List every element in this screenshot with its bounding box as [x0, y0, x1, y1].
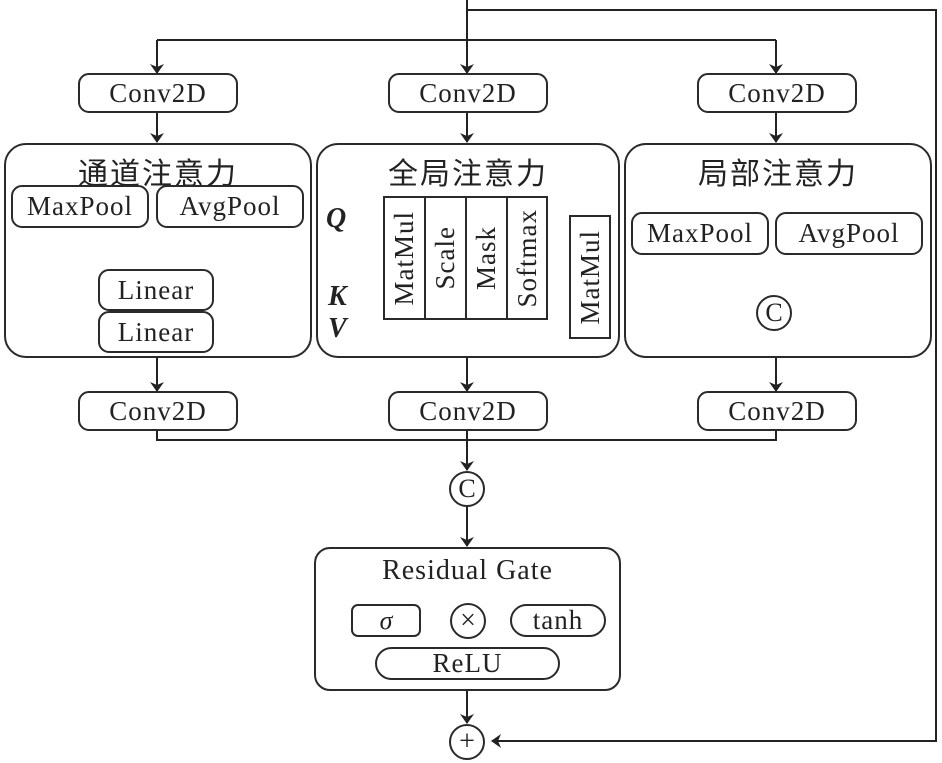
- conv2d-label: Conv2D: [419, 77, 517, 108]
- concat-symbol: C: [458, 474, 476, 503]
- conv2d-bottom-local: Conv2D: [697, 391, 857, 431]
- linear-2: Linear: [98, 311, 214, 353]
- tanh-box: tanh: [510, 604, 606, 637]
- mask-label: Mask: [471, 226, 501, 290]
- local-maxpool: MaxPool: [631, 212, 769, 255]
- v-label: V: [328, 313, 347, 344]
- add-icon: +: [449, 724, 485, 760]
- global-attention-title: 全局注意力: [388, 157, 548, 192]
- conv2d-top-global: Conv2D: [388, 73, 548, 113]
- stack-scale: Scale: [424, 196, 467, 320]
- residual-gate-title: Residual Gate: [382, 555, 553, 586]
- avgpool-label: AvgPool: [179, 191, 281, 221]
- maxpool-label: MaxPool: [646, 218, 753, 248]
- conv2d-top-channel: Conv2D: [78, 73, 238, 113]
- conv2d-label: Conv2D: [728, 77, 826, 108]
- local-concat-icon: C: [756, 295, 792, 331]
- stack-matmul: MatMul: [383, 196, 426, 320]
- tanh-label: tanh: [532, 605, 584, 635]
- softmax-label: Softmax: [511, 208, 542, 308]
- concat-icon: C: [449, 471, 485, 507]
- relu-label: ReLU: [432, 648, 503, 678]
- multiply-icon: ×: [450, 603, 486, 639]
- sigma-label: σ: [379, 605, 393, 635]
- sigma-box: σ: [351, 604, 421, 637]
- matmul-label: MatMul: [389, 210, 419, 306]
- conv2d-bottom-channel: Conv2D: [78, 391, 238, 431]
- q-label: Q: [326, 203, 347, 234]
- k-label: K: [328, 281, 347, 312]
- multiply-symbol: ×: [460, 605, 476, 636]
- linear-label: Linear: [117, 274, 195, 305]
- channel-maxpool: MaxPool: [11, 185, 149, 228]
- concat-symbol: C: [765, 298, 783, 327]
- conv2d-top-local: Conv2D: [697, 73, 857, 113]
- output-matmul: MatMul: [569, 215, 611, 339]
- local-avgpool: AvgPool: [775, 212, 923, 255]
- scale-label: Scale: [430, 226, 460, 290]
- conv2d-label: Conv2D: [109, 77, 207, 108]
- add-symbol: +: [459, 726, 475, 757]
- channel-avgpool: AvgPool: [156, 185, 304, 228]
- stack-softmax: Softmax: [506, 196, 548, 320]
- matmul-label: MatMul: [574, 229, 605, 325]
- conv2d-label: Conv2D: [109, 395, 207, 426]
- stack-mask: Mask: [465, 196, 508, 320]
- skip-connection: [467, 9, 937, 748]
- conv2d-label: Conv2D: [419, 395, 517, 426]
- relu-box: ReLU: [375, 647, 560, 680]
- linear-label: Linear: [117, 316, 195, 347]
- maxpool-label: MaxPool: [26, 191, 133, 221]
- conv2d-label: Conv2D: [728, 395, 826, 426]
- avgpool-label: AvgPool: [798, 218, 900, 248]
- linear-1: Linear: [98, 269, 214, 311]
- local-attention-title: 局部注意力: [698, 157, 858, 192]
- conv2d-bottom-global: Conv2D: [388, 391, 548, 431]
